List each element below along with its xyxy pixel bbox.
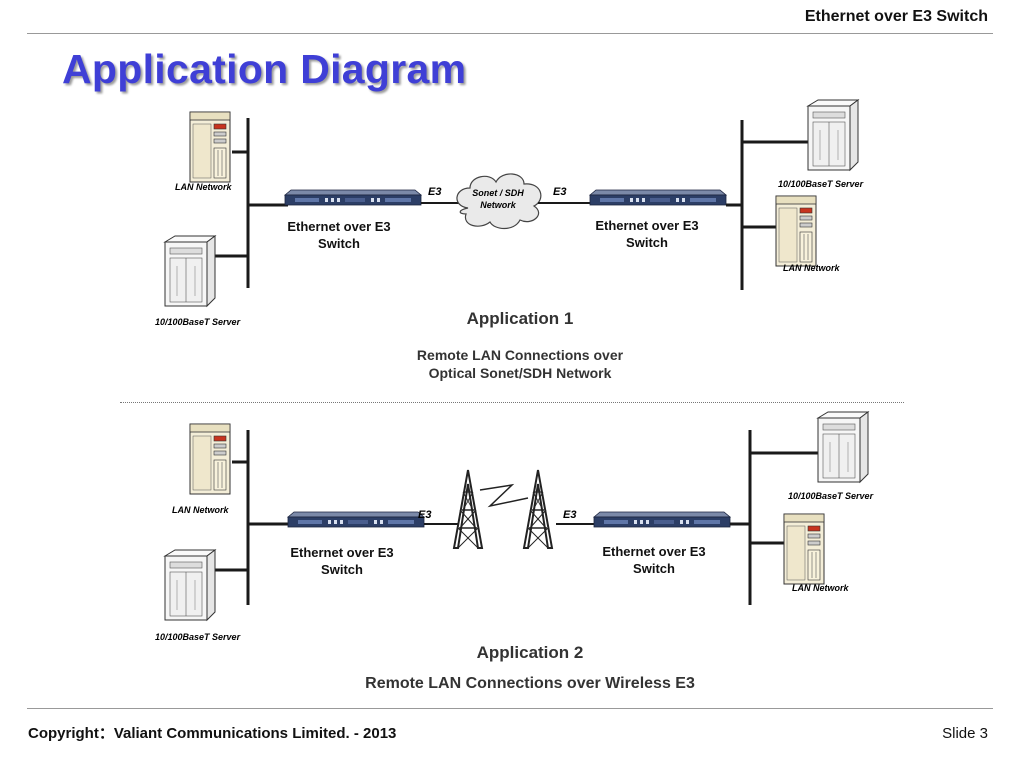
switch-label-line1: Ethernet over E3: [595, 218, 699, 233]
e3-link-left-label: E3: [418, 509, 431, 521]
lan-network-pc-icon: [783, 513, 825, 585]
section-divider: [120, 402, 904, 403]
svg-text:Sonet / SDH: Sonet / SDH: [472, 188, 524, 198]
switch-label-line2: Switch: [318, 236, 360, 251]
slide-number: 3: [979, 725, 988, 742]
left-bottom-label: 10/100BaseT Server: [155, 632, 241, 642]
wireless-link-icon: [479, 483, 529, 508]
right-bottom-label: LAN Network: [783, 263, 840, 273]
switch-right-label-app1: Ethernet over E3 Switch: [572, 217, 722, 251]
application-1-desc-line1: Remote LAN Connections over: [417, 347, 624, 363]
ethernet-e3-switch-right-icon: [593, 511, 731, 528]
switch-label-line2: Switch: [321, 562, 363, 577]
copyright-text: Copyright：Valiant Communications Limited…: [28, 725, 397, 742]
radio-tower-left-icon: [453, 469, 483, 549]
switch-label-line1: Ethernet over E3: [290, 545, 394, 560]
right-top-label: 10/100BaseT Server: [788, 491, 874, 501]
application-2-title: Application 2: [477, 643, 584, 662]
left-top-label: LAN Network: [175, 182, 232, 192]
header-title: Ethernet over E3 Switch: [804, 8, 988, 25]
switch-left-label-app1: Ethernet over E3 Switch: [264, 218, 414, 252]
ethernet-e3-switch-left-icon: [284, 189, 422, 206]
e3-link-right-label: E3: [553, 186, 566, 198]
application-1-diagram: LAN Network 10/100BaseT Server E3 Sonet …: [155, 99, 864, 381]
server-icon: [807, 99, 859, 171]
slide-indicator: Slide 3: [942, 725, 988, 742]
footer-divider: [27, 708, 993, 709]
server-icon: [164, 235, 216, 307]
switch-label-line1: Ethernet over E3: [602, 544, 706, 559]
left-top-label: LAN Network: [172, 505, 229, 515]
server-icon: [164, 549, 216, 621]
e3-link-left-label: E3: [428, 186, 441, 198]
application-2-desc: Remote LAN Connections over Wireless E3: [365, 675, 695, 692]
lan-network-pc-icon: [775, 195, 817, 267]
switch-label-line2: Switch: [633, 561, 675, 576]
switch-label-line1: Ethernet over E3: [287, 219, 391, 234]
right-bottom-label: LAN Network: [792, 583, 849, 593]
switch-label-line2: Switch: [626, 235, 668, 250]
ethernet-e3-switch-right-icon: [589, 189, 727, 206]
server-icon: [817, 411, 869, 483]
switch-left-label-app2: Ethernet over E3 Switch: [267, 544, 417, 578]
application-1-desc-line2: Optical Sonet/SDH Network: [429, 365, 612, 381]
sonet-sdh-cloud-icon: Sonet / SDH Network: [456, 173, 542, 230]
page-title: Application Diagram: [62, 46, 467, 92]
switch-right-label-app2: Ethernet over E3 Switch: [579, 543, 729, 577]
header-divider: [27, 33, 993, 34]
left-bottom-label: 10/100BaseT Server: [155, 317, 241, 327]
e3-link-right-label: E3: [563, 509, 576, 521]
lan-network-pc-icon: [189, 111, 231, 183]
slide-label: Slide: [942, 725, 976, 742]
application-1-title: Application 1: [467, 309, 574, 328]
ethernet-e3-switch-left-icon: [287, 511, 425, 528]
svg-text:Network: Network: [480, 200, 517, 210]
lan-network-pc-icon: [189, 423, 231, 495]
application-2-diagram: LAN Network 10/100BaseT Server E3 E3 10/…: [155, 411, 874, 692]
right-top-label: 10/100BaseT Server: [778, 179, 864, 189]
radio-tower-right-icon: [523, 469, 553, 549]
